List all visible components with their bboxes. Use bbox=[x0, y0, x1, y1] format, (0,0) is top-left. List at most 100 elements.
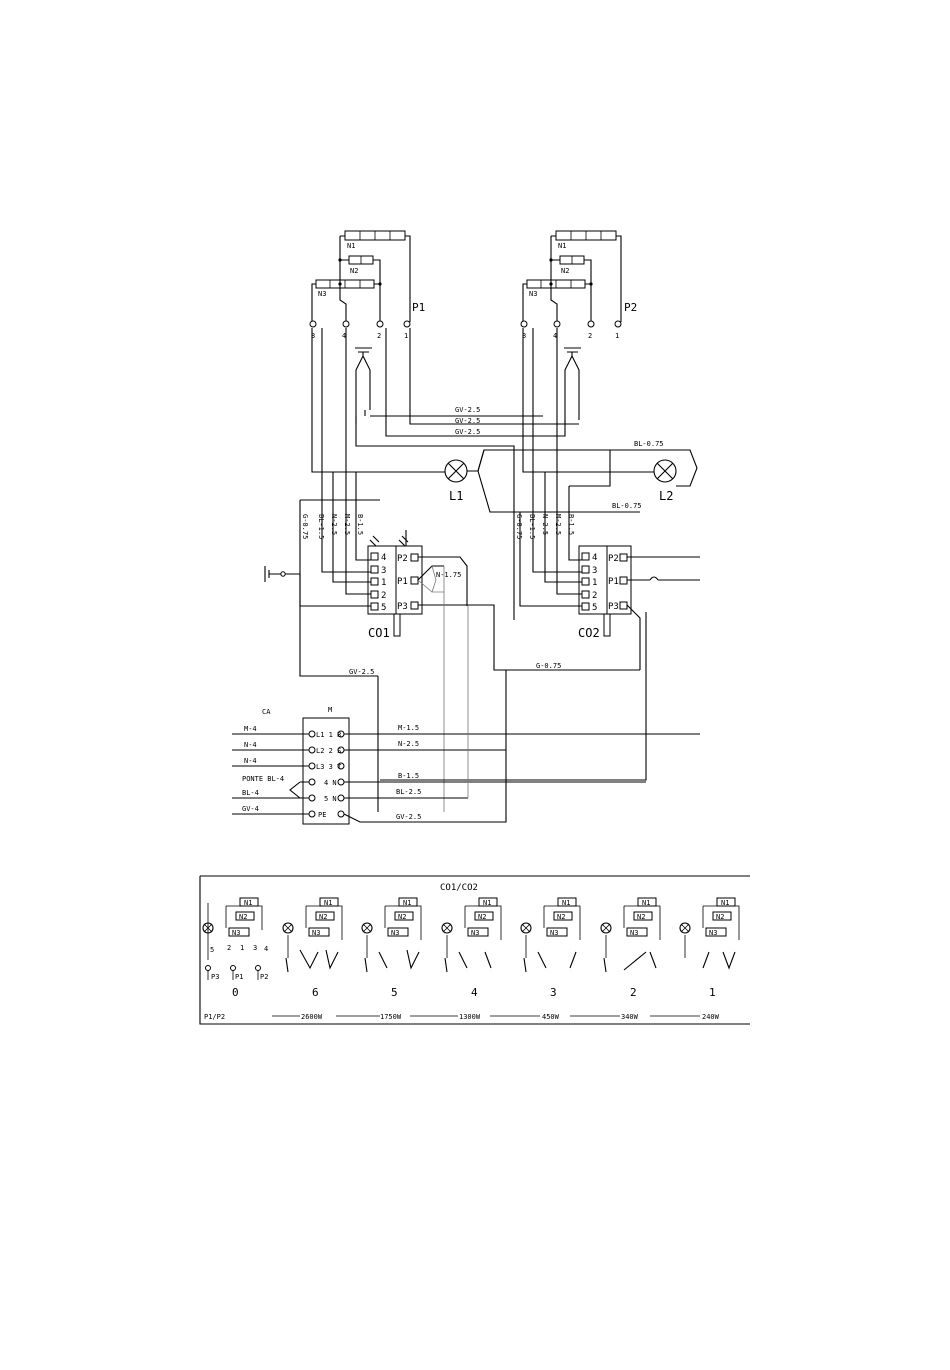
tb-input: GV-4 bbox=[242, 805, 259, 813]
legend-n2: N2 bbox=[478, 913, 486, 921]
legend-n3: N3 bbox=[630, 929, 638, 937]
co1-wire: M-2.5 bbox=[343, 514, 351, 535]
co1-side-label: N-1.75 bbox=[436, 571, 461, 579]
p1-contact-1: 1 bbox=[404, 332, 408, 340]
co1-wire: BL-1.5 bbox=[317, 514, 325, 539]
lamp-l1: L1 bbox=[444, 459, 468, 503]
legend-n1: N1 bbox=[483, 899, 491, 907]
co1-term: 5 bbox=[381, 603, 386, 613]
legend-p1: P1 bbox=[235, 973, 243, 981]
co1-term-p: P3 bbox=[397, 602, 408, 612]
legend-panel: CO1/CO2 N1 N2 N3 5 2 1 3 4 P3 P1 P2 0 bbox=[199, 875, 750, 1025]
tb-row: L3 3 T bbox=[316, 763, 342, 771]
p2-contact-2: 2 bbox=[588, 332, 592, 340]
legend-power: 1300W bbox=[459, 1013, 481, 1021]
wire-label: GV-2.5 bbox=[349, 668, 374, 676]
legend-n3: N3 bbox=[709, 929, 717, 937]
co2-term: 2 bbox=[592, 591, 597, 601]
co1-label: CO1 bbox=[368, 626, 390, 640]
ground-symbol bbox=[264, 566, 378, 677]
co2-term: 1 bbox=[592, 578, 597, 588]
tb-input: PONTE BL-4 bbox=[242, 775, 284, 783]
p1-contact-3: 3 bbox=[311, 332, 315, 340]
co2-label: CO2 bbox=[578, 626, 600, 640]
legend-n1: N1 bbox=[721, 899, 729, 907]
legend-title: CO1/CO2 bbox=[440, 883, 478, 893]
co1-term-p: P2 bbox=[397, 554, 408, 564]
legend-pos: 3 bbox=[550, 986, 557, 999]
switch-p2: N1 N2 N3 3 4 2 1 P2 bbox=[520, 230, 637, 424]
tb-output: B-1.5 bbox=[398, 772, 419, 780]
legend-power: 340W bbox=[621, 1013, 639, 1021]
legend-cell-1: N1 N2 N3 1 bbox=[679, 897, 740, 999]
co2-wire: N-2.5 bbox=[541, 514, 549, 535]
p2-contact-4: 4 bbox=[553, 332, 557, 340]
legend-pos: 1 bbox=[709, 986, 716, 999]
tb-row: 4 N bbox=[324, 779, 337, 787]
legend-p3: P3 bbox=[211, 973, 219, 981]
legend-c: 1 bbox=[240, 944, 244, 952]
tb-output: N-2.5 bbox=[398, 740, 419, 748]
co1-term: 4 bbox=[381, 553, 386, 563]
tb-input: BL-4 bbox=[242, 789, 259, 797]
p1-label: P1 bbox=[412, 301, 425, 314]
legend-cell-0: N1 N2 N3 5 2 1 3 4 P3 P1 P2 0 bbox=[202, 897, 268, 999]
p2-label: P2 bbox=[624, 301, 637, 314]
tb-input: M-4 bbox=[244, 725, 257, 733]
co1-block: 4 3 1 2 5 P2 P1 P3 CO1 G-0.75 BL-1.5 N-2… bbox=[299, 328, 640, 812]
legend-pos: 5 bbox=[391, 986, 398, 999]
legend-power: 2600W bbox=[301, 1013, 323, 1021]
wire-label: BL-0.75 bbox=[612, 502, 642, 510]
tb-header-left: CA bbox=[262, 708, 271, 716]
legend-footer-label: P1/P2 bbox=[204, 1013, 225, 1021]
legend-cell-3: N1 N2 N3 3 bbox=[520, 897, 581, 999]
wire-label: BL-0.75 bbox=[634, 440, 664, 448]
legend-n3: N3 bbox=[550, 929, 558, 937]
tb-output: BL-2.5 bbox=[396, 788, 421, 796]
n3-label: N3 bbox=[318, 290, 326, 298]
tb-header-right: M bbox=[328, 706, 332, 714]
lamp-wires: BL-0.75 BL-0.75 bbox=[311, 328, 698, 513]
co1-term-p: P1 bbox=[397, 577, 408, 587]
p2-contact-3: 3 bbox=[522, 332, 526, 340]
legend-power: 450W bbox=[542, 1013, 560, 1021]
p1-contact-4: 4 bbox=[342, 332, 346, 340]
co2-term-p: P3 bbox=[608, 602, 619, 612]
legend-n1: N1 bbox=[403, 899, 411, 907]
co1-term: 2 bbox=[381, 591, 386, 601]
legend-pos: 0 bbox=[232, 986, 239, 999]
legend-n3: N3 bbox=[471, 929, 479, 937]
legend-n3: N3 bbox=[391, 929, 399, 937]
legend-n2: N2 bbox=[319, 913, 327, 921]
legend-cell-5: N1 N2 N3 5 bbox=[361, 897, 422, 999]
n2-label: N2 bbox=[350, 267, 358, 275]
legend-n2: N2 bbox=[637, 913, 645, 921]
legend-power: 1750W bbox=[380, 1013, 402, 1021]
legend-power: 240W bbox=[702, 1013, 720, 1021]
legend-cell-2: N1 N2 N3 2 bbox=[600, 897, 661, 999]
legend-p2: P2 bbox=[260, 973, 268, 981]
co1-wire: B-1.5 bbox=[356, 514, 364, 535]
legend-pos: 4 bbox=[471, 986, 478, 999]
legend-n3: N3 bbox=[312, 929, 320, 937]
legend-c: 4 bbox=[264, 945, 268, 953]
co2-term: 3 bbox=[592, 566, 597, 576]
co2-wire: M-2.5 bbox=[554, 514, 562, 535]
lamp-l2-label: L2 bbox=[659, 489, 673, 503]
co1-term: 3 bbox=[381, 566, 386, 576]
co1-wire: N-2.5 bbox=[330, 514, 338, 535]
wire-label: G-0.75 bbox=[536, 662, 561, 670]
legend-n1: N1 bbox=[642, 899, 650, 907]
legend-n2: N2 bbox=[239, 913, 247, 921]
switch-p1: N1 N2 N3 3 4 2 1 P1 bbox=[309, 230, 425, 416]
n1-label: N1 bbox=[347, 242, 355, 250]
legend-c: 5 bbox=[210, 946, 214, 954]
legend-n1: N1 bbox=[324, 899, 332, 907]
n2-label: N2 bbox=[561, 267, 569, 275]
legend-n1: N1 bbox=[244, 899, 252, 907]
wire-label: GV-2.5 bbox=[455, 406, 480, 414]
p1-contact-2: 2 bbox=[377, 332, 381, 340]
tb-row: L2 2 S bbox=[316, 747, 341, 755]
tb-output: GV-2.5 bbox=[396, 813, 421, 821]
